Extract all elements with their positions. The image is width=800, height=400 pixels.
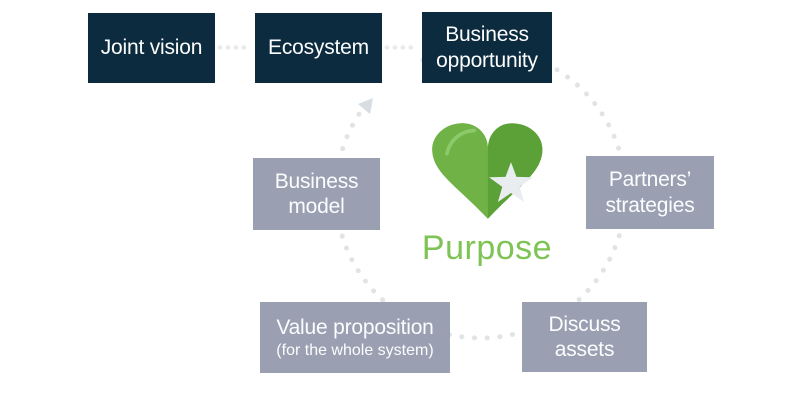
node-label: Business model bbox=[274, 169, 359, 218]
heart-left-half bbox=[432, 123, 488, 219]
node-label: Partners’ strategies bbox=[605, 168, 695, 217]
node-partners-strategies: Partners’ strategies bbox=[586, 156, 714, 229]
node-ecosystem: Ecosystem bbox=[255, 13, 382, 83]
node-label: Value proposition bbox=[276, 315, 434, 339]
node-label: Business opportunity bbox=[436, 23, 538, 72]
node-value-proposition: Value proposition (for the whole system) bbox=[260, 302, 450, 373]
node-joint-vision: Joint vision bbox=[88, 13, 215, 83]
node-label: Discuss assets bbox=[548, 312, 621, 361]
node-label: Joint vision bbox=[100, 36, 203, 60]
heart-star-icon bbox=[427, 118, 553, 224]
heart-highlight bbox=[445, 128, 477, 156]
star-icon bbox=[489, 162, 533, 202]
purpose-label: Purpose bbox=[421, 229, 553, 267]
node-sublabel: (for the whole system) bbox=[276, 342, 434, 359]
cycle-arrow-icon bbox=[358, 98, 373, 114]
heart-star-svg bbox=[432, 123, 543, 219]
node-business-opportunity: Business opportunity bbox=[422, 12, 552, 83]
node-label: Ecosystem bbox=[268, 36, 369, 60]
node-discuss-assets: Discuss assets bbox=[522, 302, 647, 372]
node-business-model: Business model bbox=[253, 158, 380, 230]
